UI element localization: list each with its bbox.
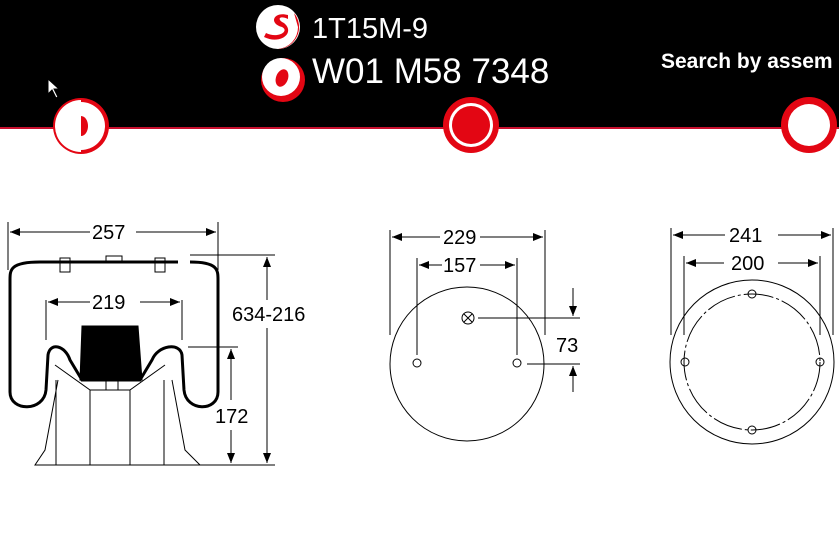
dim-bottom-outer: 241 — [729, 225, 762, 247]
logo-s-icon — [256, 5, 300, 49]
bottom-plate-view — [669, 228, 835, 445]
dim-piston-height: 172 — [215, 406, 248, 428]
logo-o-icon — [261, 58, 305, 102]
dim-overall-width: 257 — [92, 222, 125, 244]
dim-top-outer: 229 — [443, 227, 476, 249]
part-number: 1T15M-9 — [312, 13, 429, 45]
dim-bottom-bolt-circle: 200 — [731, 253, 764, 275]
top-plate-view — [389, 230, 580, 442]
dim-height-range: 634-216 — [232, 304, 305, 326]
nav-left-icon[interactable] — [51, 96, 111, 156]
search-by-assembly-link[interactable]: Search by assem — [661, 50, 833, 73]
side-view — [7, 222, 275, 466]
cursor-icon — [47, 78, 61, 99]
oem-number: W01 M58 7348 — [312, 52, 550, 91]
nav-center-icon[interactable] — [442, 96, 500, 154]
header-bar — [0, 0, 839, 129]
dim-top-bolt-spacing: 157 — [443, 255, 476, 277]
nav-right-icon[interactable] — [780, 96, 838, 154]
dim-top-offset: 73 — [556, 335, 578, 357]
dim-inner-width: 219 — [92, 292, 125, 314]
